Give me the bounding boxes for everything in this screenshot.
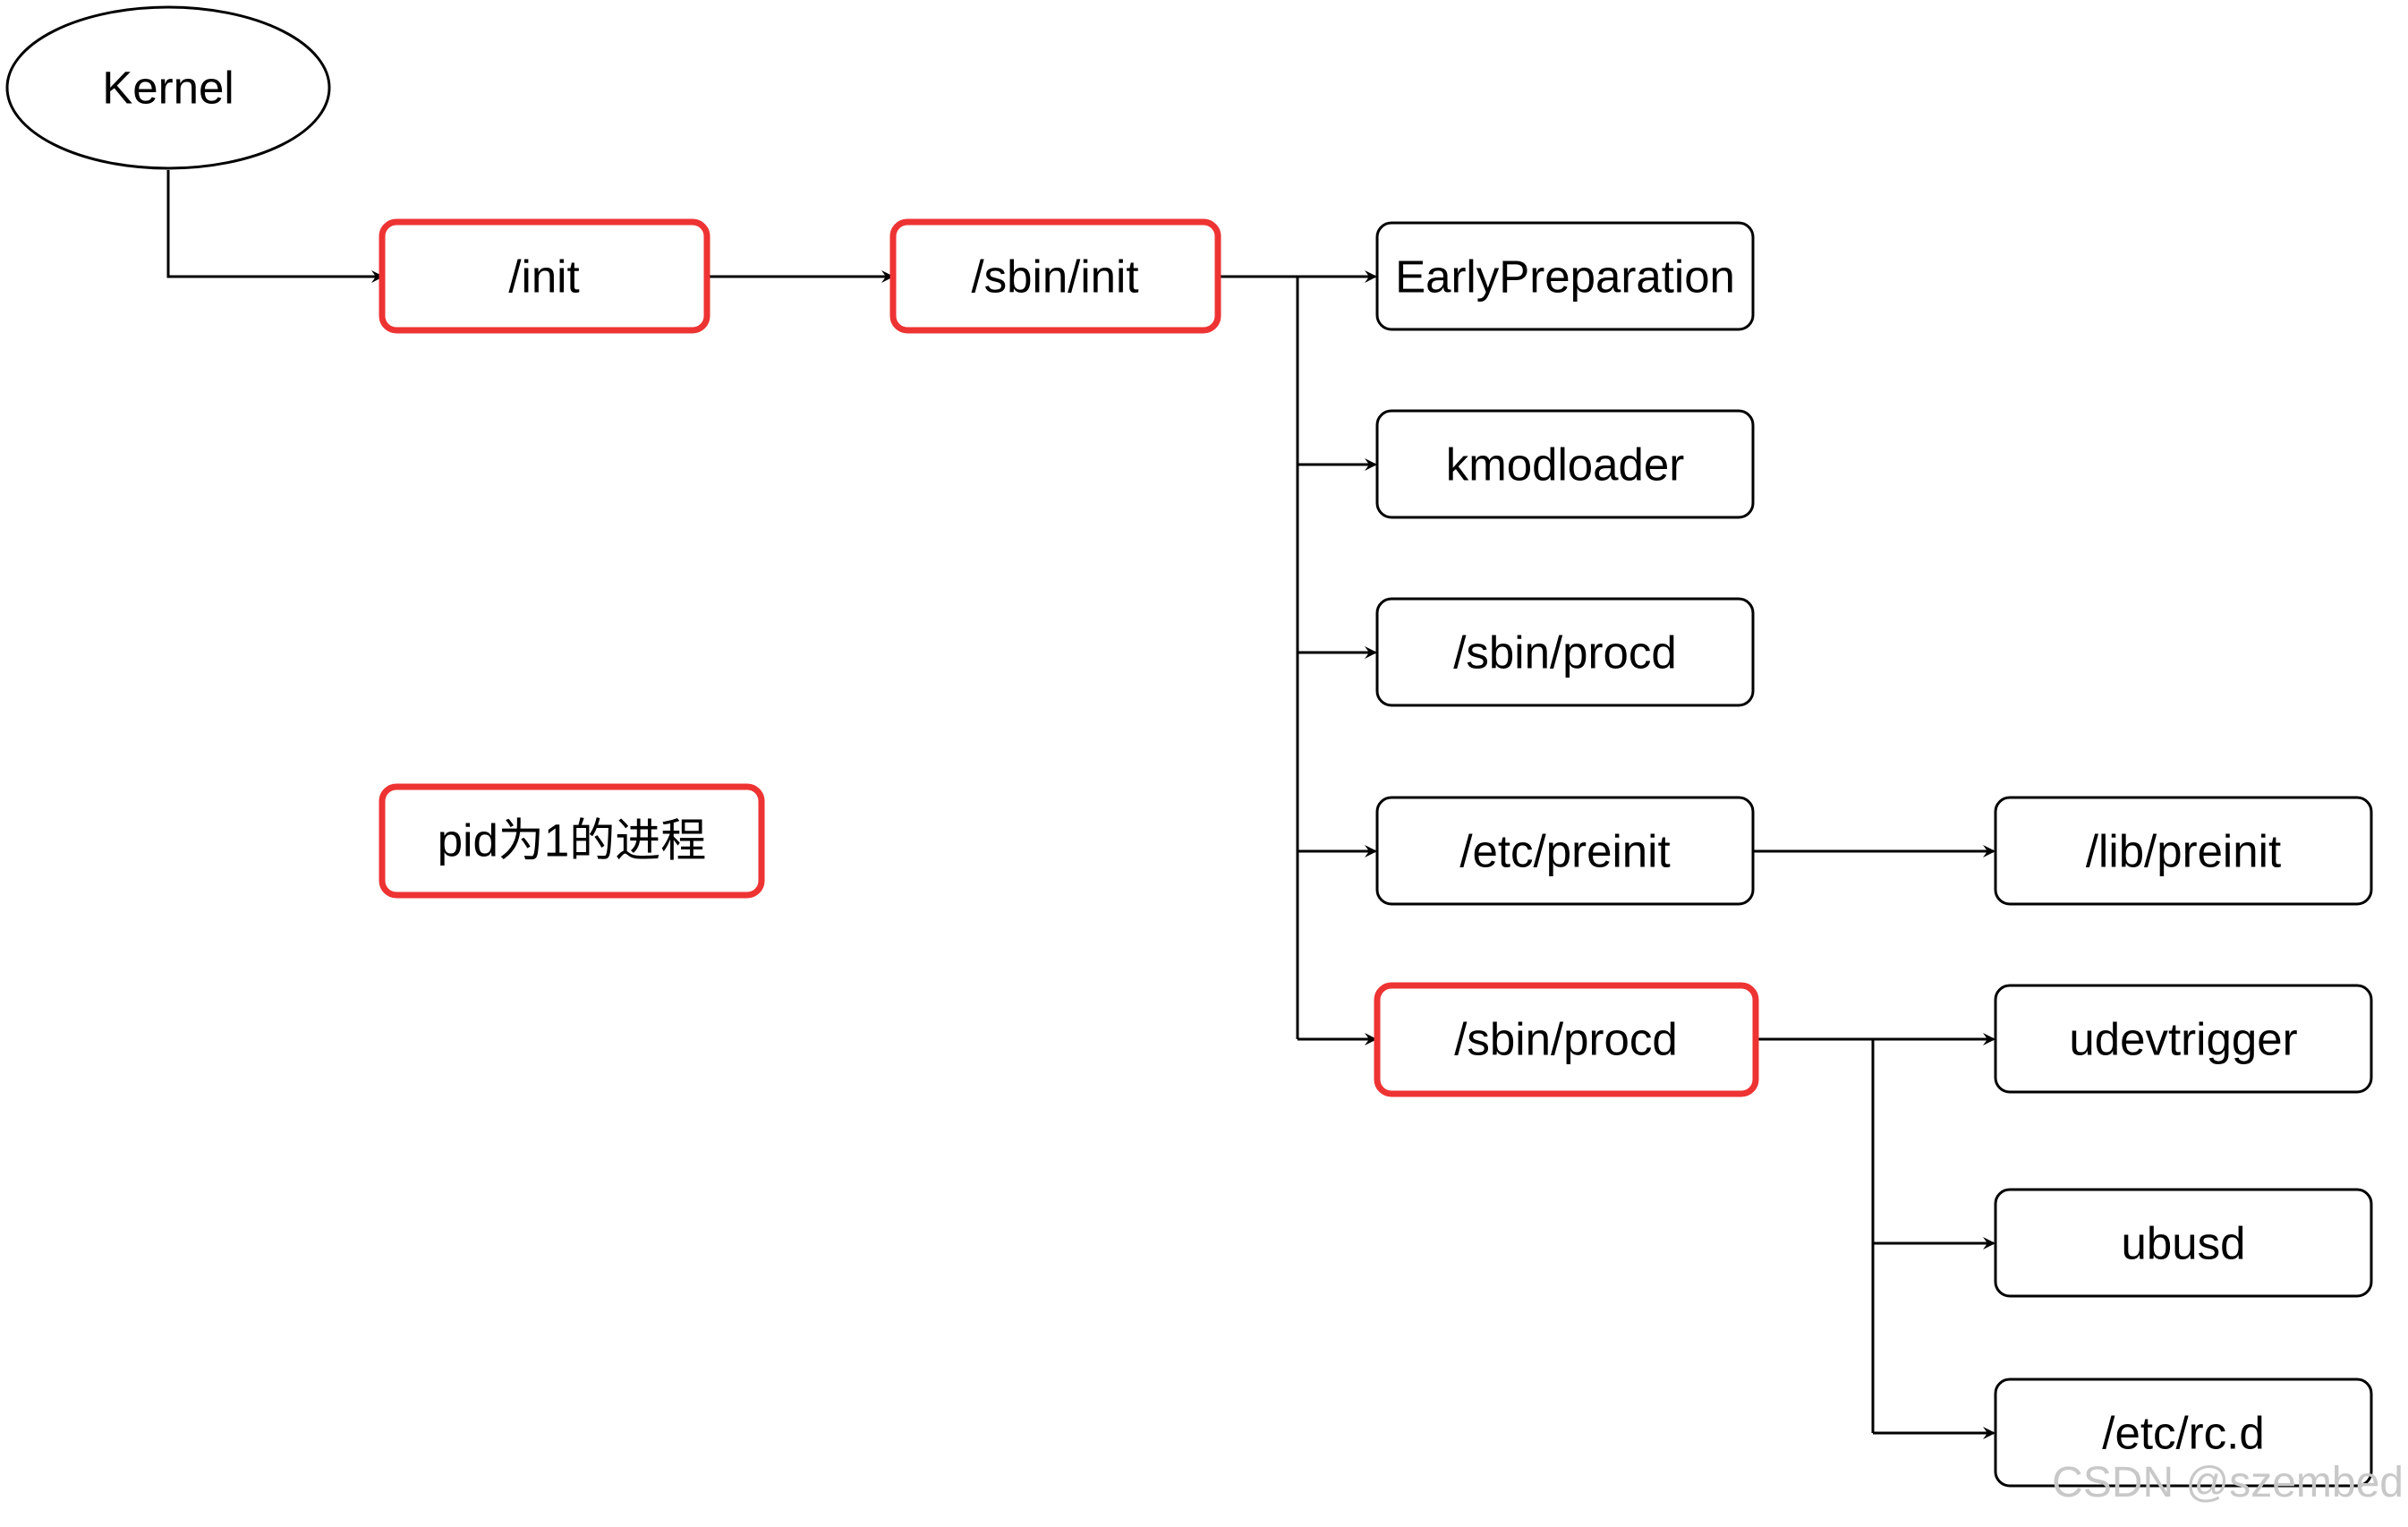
watermark: CSDN @szembed [2052, 1459, 2404, 1506]
legend-pid1-label: pid为1的进程 [438, 815, 706, 866]
edge-kernel-to-init [166, 170, 384, 283]
node-udevtrigger-label: udevtrigger [2069, 1014, 2297, 1065]
node-sbin-procd-2-label: /sbin/procd [1454, 1014, 1677, 1065]
node-udevtrigger: udevtrigger [1994, 984, 2373, 1094]
node-kernel-label: Kernel [102, 63, 234, 114]
node-etc-preinit-label: /etc/preinit [1459, 826, 1670, 877]
node-ubusd-label: ubusd [2122, 1218, 2246, 1269]
node-lib-preinit: /lib/preinit [1994, 796, 2373, 906]
node-sbin-procd-1: /sbin/procd [1375, 597, 1755, 707]
node-kmodloader: kmodloader [1375, 409, 1755, 519]
node-sbin-init: /sbin/init [889, 218, 1221, 334]
node-ubusd: ubusd [1994, 1188, 2373, 1298]
node-kernel: Kernel [5, 5, 331, 170]
node-init: /init [379, 218, 710, 334]
node-etc-rcd-label: /etc/rc.d [2102, 1408, 2264, 1459]
node-sbin-procd-2: /sbin/procd [1374, 982, 1759, 1097]
node-lib-preinit-label: /lib/preinit [2086, 826, 2281, 877]
node-early-preparation-label: EarlyPreparation [1395, 252, 1735, 303]
connectors [166, 170, 1995, 1439]
node-kmodloader-label: kmodloader [1446, 439, 1684, 491]
node-sbin-procd-1-label: /sbin/procd [1453, 627, 1676, 678]
legend-pid1: pid为1的进程 [379, 783, 765, 899]
node-early-preparation: EarlyPreparation [1375, 221, 1755, 331]
node-etc-preinit: /etc/preinit [1375, 796, 1755, 906]
node-init-label: /init [508, 252, 579, 303]
node-sbin-init-label: /sbin/init [971, 252, 1138, 303]
node-etc-rcd: /etc/rc.d [1994, 1378, 2373, 1488]
